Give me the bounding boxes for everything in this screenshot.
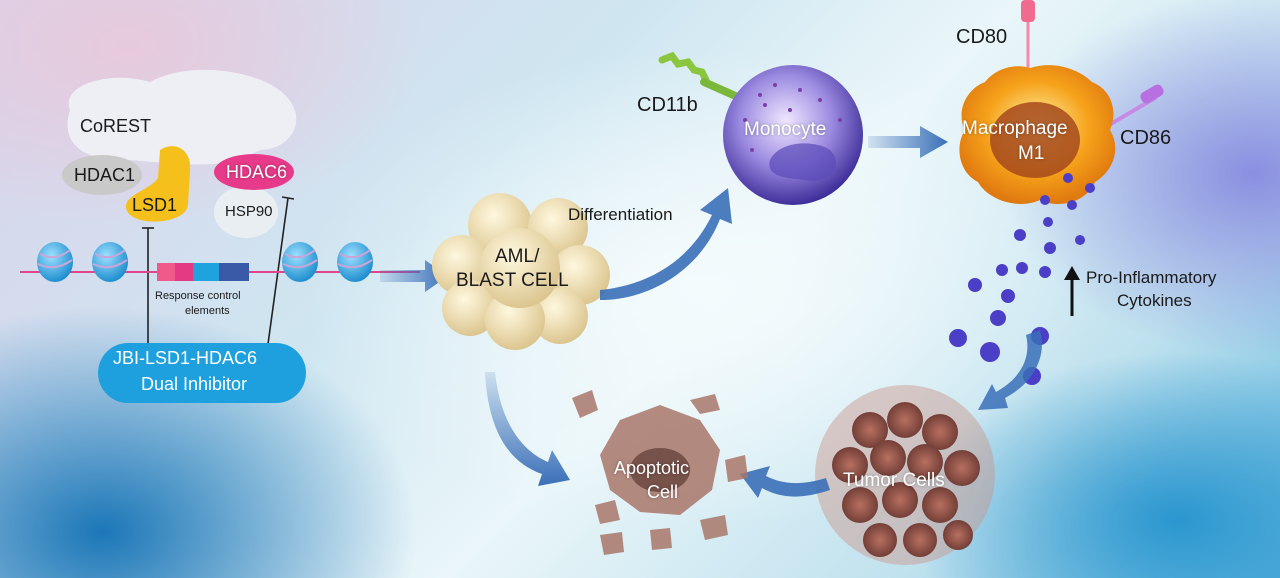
arrow-to-tumor [978, 330, 1042, 410]
monocyte-label: Monocyte [744, 119, 827, 140]
hsp90-label: HSP90 [225, 203, 273, 220]
aml-label-line2: BLAST CELL [456, 270, 569, 291]
response-element-2 [175, 263, 193, 281]
hdac6-shape [214, 154, 294, 190]
response-label-line1: Response control [155, 290, 241, 302]
hdac6-label: HDAC6 [226, 162, 288, 182]
corest-shape [67, 69, 297, 165]
cytokines-label-line2: Cytokines [1117, 291, 1192, 310]
hdac1-shape [62, 155, 142, 195]
cd11b-label: CD11b [637, 94, 698, 116]
cytokines-label-line1: Pro-Inflammatory [1086, 268, 1217, 287]
response-element-4 [219, 263, 249, 281]
macrophage-label-line1: Macrophage [962, 118, 1068, 139]
arrow-to-macrophage [868, 126, 948, 158]
nucleosome-4 [337, 242, 373, 282]
inhibitor-label-line2: Dual Inhibitor [141, 374, 248, 394]
nucleosome-2 [92, 242, 128, 282]
cd86-label: CD86 [1120, 127, 1172, 149]
arrow-differentiation [600, 188, 732, 300]
response-element-3 [193, 263, 219, 281]
apoptotic-label-line2: Cell [647, 482, 679, 502]
arrow-to-apoptotic [485, 372, 570, 486]
cd11b-receptor [658, 51, 744, 102]
arrow-to-aml [380, 260, 448, 292]
lsd1-shape [125, 146, 191, 222]
nucleosome-1 [37, 242, 73, 282]
tumor-cluster [815, 385, 995, 565]
tumor-label: Tumor Cells [843, 470, 945, 491]
cytokine-stars [949, 173, 1095, 385]
aml-blast-cluster [432, 193, 610, 350]
inhibitor-pill [98, 343, 306, 403]
cd80-label: CD80 [956, 26, 1008, 48]
macrophage-label-line2: M1 [1018, 143, 1045, 164]
lsd1-label: LSD1 [132, 195, 178, 215]
hdac1-label: HDAC1 [74, 165, 136, 185]
arrow-tumor-to-apoptotic [740, 466, 830, 498]
aml-label-line1: AML/ [495, 246, 540, 267]
hsp90-shape [214, 186, 278, 238]
apoptotic-label-line1: Apoptotic [614, 458, 690, 478]
differentiation-label: Differentiation [568, 205, 673, 224]
response-label-line2: elements [185, 305, 230, 317]
nucleosome-3 [282, 242, 318, 282]
inhibitor-label-line1: JBI-LSD1-HDAC6 [113, 348, 258, 368]
corest-label: CoREST [80, 116, 152, 136]
response-element-1 [157, 263, 175, 281]
